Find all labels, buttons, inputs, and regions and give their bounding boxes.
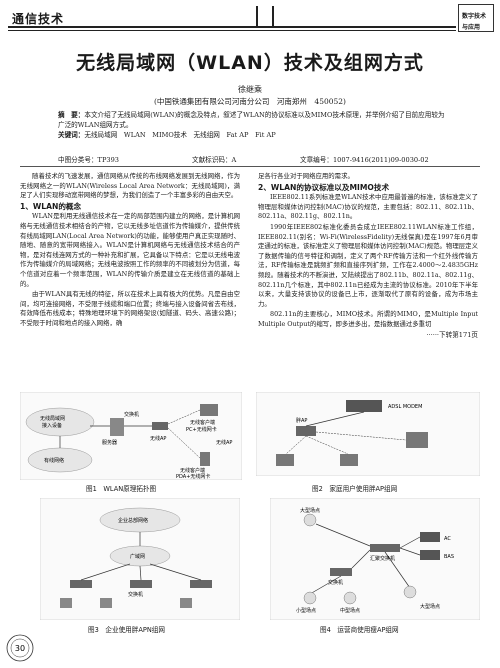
figure-1-topology: 服务器 交换机 无线AP 无线客户端 PC+无线网卡 无线局域网 接入设备 有线… [20,392,242,480]
running-header: 通信技术 数字技术 与应用 [0,0,500,32]
branch-switch-icon [70,580,92,588]
journal-logo: 数字技术 与应用 [458,4,494,32]
label-client-2b: PDA+无线网卡 [176,473,210,480]
continued-paragraph: 足各行各业对于网络应用的需求。 [258,172,354,180]
figure-2-caption: 图2 家庭用户使用胖AP组网 [312,485,398,493]
figure-2-home-fat-ap: ADSL MODEM 胖AP [256,392,480,476]
pc-icon [60,598,72,608]
label-hotspot-medium: 中型场点 [340,607,360,614]
pda-icon [200,452,210,466]
label-access-device: 接入设备 [42,422,62,429]
pc-icon-3 [180,598,192,608]
section-title: 通信技术 [12,12,65,26]
aggregation-switch-icon [370,544,400,552]
figure-4-operator-fit-ap: AC BAS 汇聚交换机 交换机 大型场点 中型场点 大型场点 小型场点 [270,498,480,620]
abstract-text: 本文介绍了无线局域网(WLAN)的概念及特点，叙述了WLAN的协议标准以及MIM… [58,111,445,129]
left-column: 随着技术的飞速发展，通信网络从传统的布线网络发展到无线网络，作为无线网络之一的W… [20,172,240,330]
bas-icon [420,550,440,560]
figure-3-caption: 图3 企业使用胖APN组网 [88,626,165,634]
author: 徐继乘 [238,85,262,94]
label-switch: 交换机 [124,411,139,418]
switch-icon [330,568,352,576]
server-icon [110,418,124,436]
continued-note: ······下转第171页 [426,330,478,339]
label-aggregation-switch: 汇聚交换机 [370,555,395,562]
ac-icon [420,532,440,542]
label-ap-2: 无线AP [216,439,232,446]
section-2-paragraph-2: 1990年IEEE802标准化委员会成立IEEE802.11WLAN标准工作组，… [258,222,478,308]
fat-ap-icon [296,426,316,436]
section-2-heading: 2、WLAN的协议标准以及MIMO技术 [258,182,390,192]
label-ac: AC [444,536,451,542]
label-ap: 无线AP [150,435,166,442]
laptop-icon-2 [340,454,358,466]
label-switch: 交换机 [128,591,143,598]
label-hotspot-large-1: 大型场点 [300,507,320,514]
hotspot-icon-2 [343,591,357,605]
keywords-label: 关键词： [58,131,85,139]
desktop-icon [406,432,428,448]
section-1-paragraph-1: WLAN是利用无线通信技术在一定的局部范围内建立的网络，是计算机网络与无线通信技… [20,212,240,288]
abstract-divider [20,166,480,167]
header-ornament [256,6,274,26]
right-column: 足各行各业对于网络应用的需求。 2、WLAN的协议标准以及MIMO技术 IEEE… [258,172,478,340]
article-number: 文章编号：1007-9416(2011)09-0030-02 [300,156,429,164]
label-wlan: 无线局域网 [40,415,65,422]
label-client-1b: PC+无线网卡 [186,426,217,433]
label-wired: 有线网络 [44,457,64,464]
figure-4-caption: 图4 运营商使用瘦AP组网 [320,626,399,634]
modem-icon [346,400,382,412]
label-hotspot-large-2: 大型场点 [420,603,440,610]
header-rule-thin [8,30,456,31]
abstract-label: 摘 要： [58,111,85,119]
hotspot-icon-3 [403,585,417,599]
laptop-icon [276,454,294,466]
label-wan: 广域网 [130,553,145,560]
logo-line-1: 数字技术 [462,13,487,20]
network-cloud-icon [25,407,95,437]
branch-switch-icon-3 [190,580,212,588]
paper-title: 无线局域网（WLAN）技术及组网方式 [76,52,424,74]
label-modem: ADSL MODEM [388,404,422,410]
label-client-2: 无线客户端 [180,467,205,474]
intro-paragraph: 随着技术的飞速发展，通信网络从传统的布线网络发展到无线网络，作为无线网络之一的W… [20,172,240,200]
pc-icon-2 [100,598,112,608]
keywords-text: 无线局域网 WLAN MIMO技术 无线组网 Fat AP Fit AP [84,131,276,139]
page-number: 30 [15,644,25,653]
hotspot-icon [303,591,317,605]
label-hotspot-small: 小型场点 [296,607,316,614]
section-2-paragraph-1: IEEE802.11系列标准是WLAN技术中应用最普遍的标准，该标准定义了物理层… [258,193,478,221]
label-bas: BAS [444,554,454,560]
label-client-1: 无线客户端 [190,419,215,426]
label-switch: 交换机 [328,579,343,586]
abstract: 摘 要：本文介绍了无线局域网(WLAN)的概念及特点，叙述了WLAN的协议标准以… [58,110,448,140]
branch-switch-icon-2 [130,580,152,588]
header-rule [8,26,456,28]
logo-frame [458,4,494,32]
label-hq: 企业总部网络 [118,517,148,524]
section-1-heading: 1、WLAN的概念 [20,201,82,211]
page-number-badge: 30 [6,634,34,662]
affiliation: (中国铁通集团有限公司河南分公司 河南郑州 450052) [154,97,346,106]
figure-3-enterprise-fat-ap: 企业总部网络 广域网 交换机 [40,498,240,620]
figure-1-caption: 图1 WLAN原理拓扑图 [86,485,157,493]
section-2-paragraph-3: 802.11n的主要核心，MIMO技术。所谓的MIMO，是Multiple In… [258,310,478,328]
document-code: 文献标识码：A [192,156,237,164]
label-server: 服务器 [102,439,117,446]
laptop-icon [200,404,218,416]
classification-number: 中图分类号：TP393 [58,156,119,164]
hotspot-icon-4 [303,513,317,527]
label-fat-ap: 胖AP [296,417,307,424]
section-1-paragraph-2: 由于WLAN具有无线的特征，所以在技术上具有极大的优势。凡是自由空间，均可连接网… [20,290,240,327]
access-point-icon [152,422,168,430]
logo-line-2: 与应用 [462,24,481,31]
